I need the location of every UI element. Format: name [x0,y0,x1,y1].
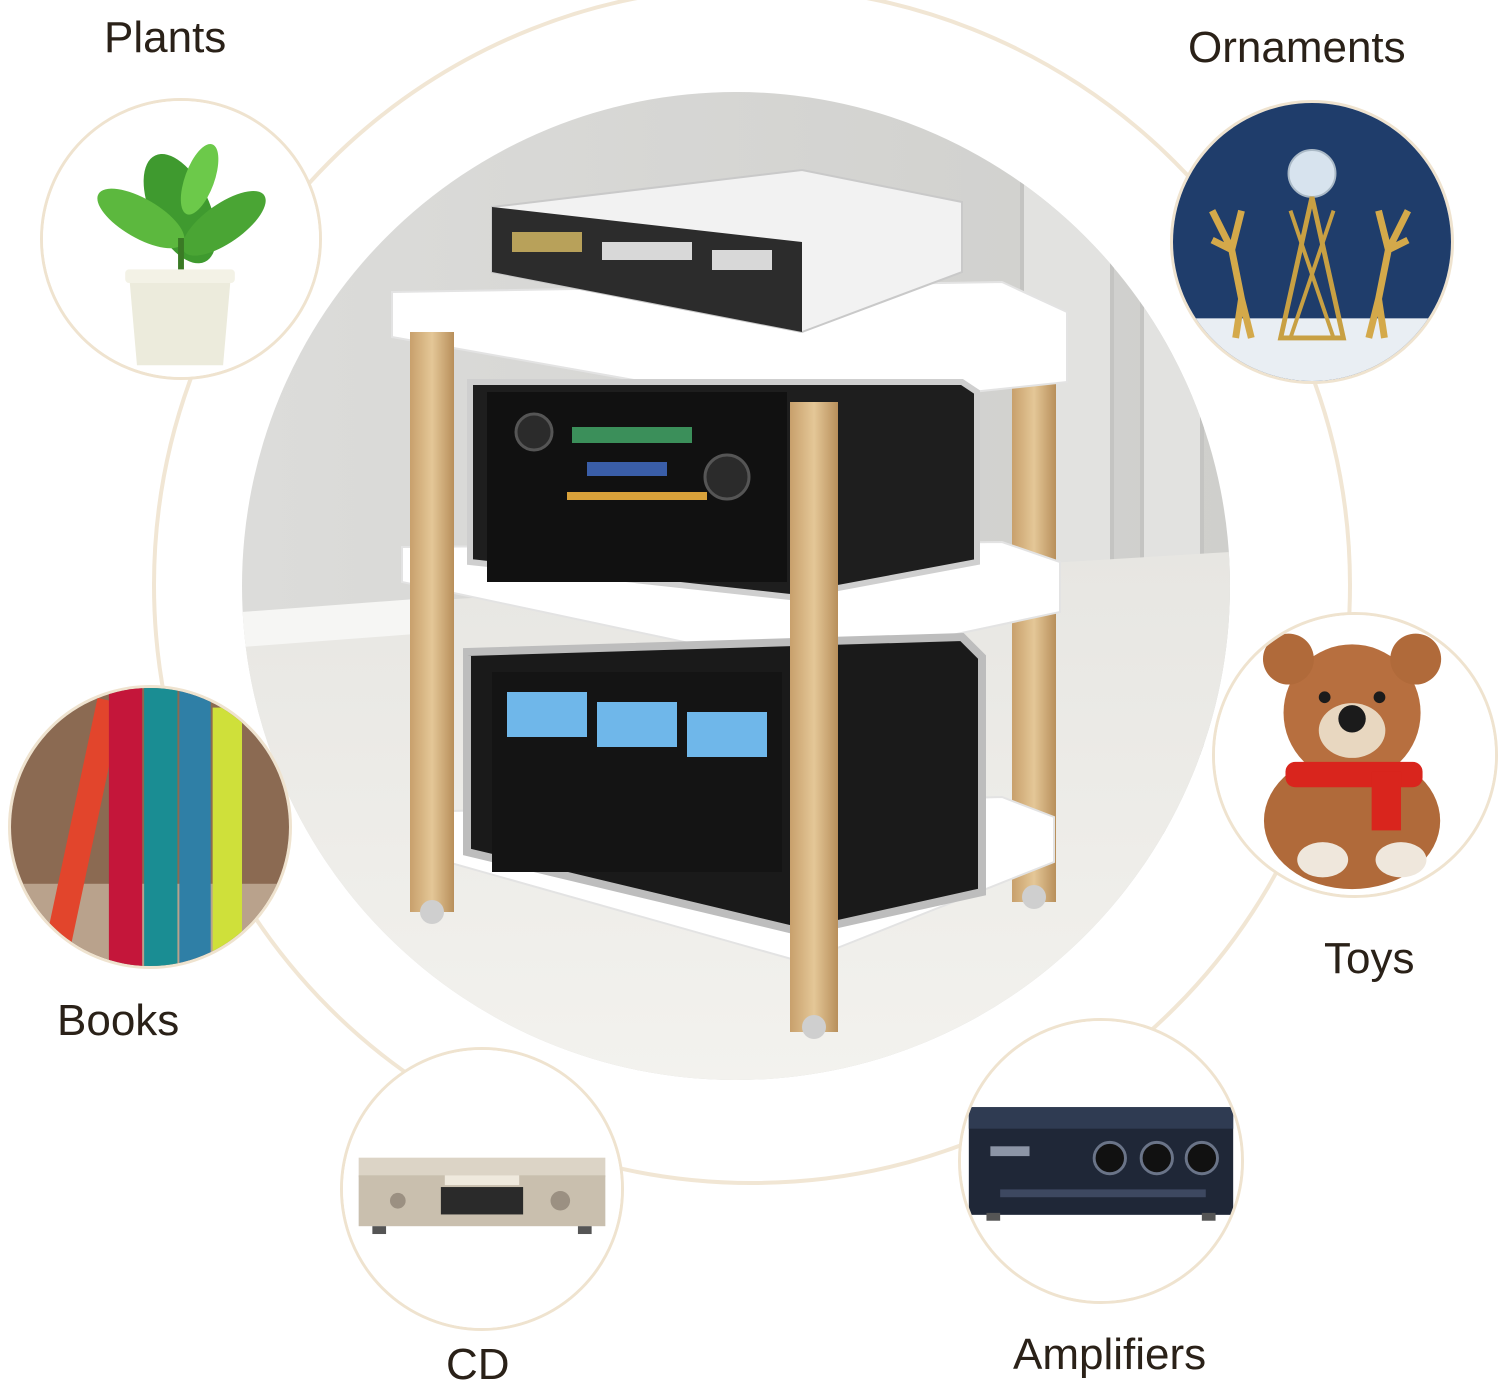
toys-label: Toys [1324,934,1415,983]
ornaments-label: Ornaments [1188,23,1406,72]
teddy-bear-icon [1215,615,1495,895]
books-icon [11,688,289,966]
gold-deer-ornament-icon [1173,103,1451,381]
plants-circle [40,98,322,380]
plant-pot-icon [43,101,319,377]
amplifier-icon [961,1021,1241,1301]
toys-circle [1212,612,1498,898]
audio-rack-illustration [242,92,1230,1080]
cd-player-icon [343,1050,621,1328]
amplifiers-label: Amplifiers [1013,1330,1207,1379]
center-product-image [242,92,1230,1080]
books-label: Books [57,996,180,1045]
plants-label: Plants [104,13,227,62]
cd-label: CD [446,1340,510,1389]
ornaments-circle [1170,100,1454,384]
books-circle [8,685,292,969]
amplifiers-circle [958,1018,1244,1304]
cd-circle [340,1047,624,1331]
